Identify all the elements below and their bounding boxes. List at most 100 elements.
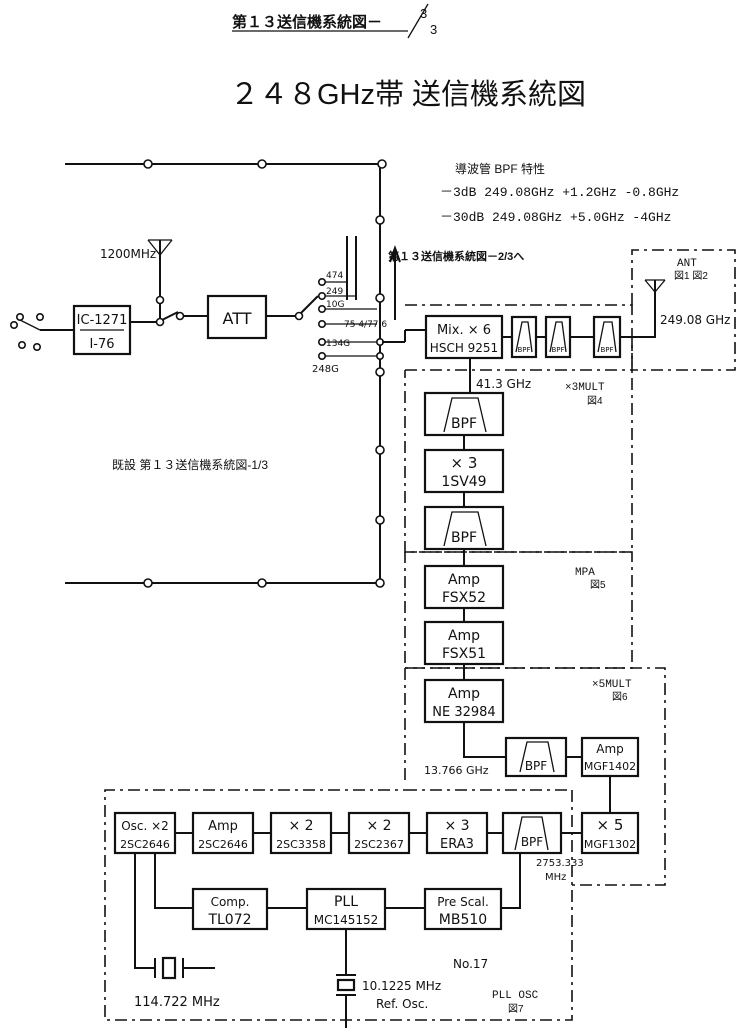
- block-amp-fsx52: Amp FSX52: [423, 564, 505, 610]
- block-osc-2sc2646: Osc. ×2 2SC2646: [113, 811, 177, 855]
- page-ref-text: 第１３送信機系統図－: [232, 13, 382, 31]
- block-prescaler-mb510: Pre Scal. MB510: [423, 887, 503, 931]
- existing-system-wiring: [65, 159, 401, 588]
- svg-text:× 2: × 2: [366, 818, 391, 834]
- bpf-waveguide-3: BPF: [592, 315, 622, 359]
- bpf-spec-line-2: －30dB 249.08GHz +5.0GHz -4GHz: [440, 210, 671, 225]
- bpf-waveguide-1: BPF: [510, 315, 538, 359]
- sw-label-474: 474: [326, 271, 343, 281]
- crystal-ref-osc: [336, 929, 356, 1028]
- label-ant-fig: 図1 図2: [674, 270, 708, 282]
- svg-text:MGF1402: MGF1402: [584, 760, 636, 773]
- label-x5mult: ×5MULT: [592, 679, 632, 691]
- svg-text:MC145152: MC145152: [314, 913, 379, 927]
- svg-text:Amp: Amp: [448, 572, 480, 588]
- svg-text:2SC2646: 2SC2646: [198, 838, 248, 851]
- svg-text:NE 32984: NE 32984: [432, 705, 495, 720]
- block-pll-mc145152: PLL MC145152: [305, 887, 387, 931]
- svg-text:MB510: MB510: [439, 912, 487, 928]
- page-reference: 第１３送信機系統図－ 3 3: [232, 3, 437, 39]
- page-ref-denominator: 3: [430, 22, 437, 37]
- svg-text:BPF: BPF: [600, 346, 613, 354]
- block-att: ATT: [206, 294, 268, 340]
- label-note-no: No.17: [453, 957, 488, 971]
- bpf-waveguide-2: BPF: [544, 315, 572, 359]
- svg-text:FSX52: FSX52: [442, 590, 486, 606]
- output-feed-line: [620, 292, 656, 338]
- block-x2-2sc2367: × 2 2SC2367: [347, 811, 411, 855]
- svg-text:BPF: BPF: [551, 346, 564, 354]
- label-x5mult-fig: 図6: [612, 691, 628, 703]
- sw-label-249: 249: [326, 287, 343, 297]
- label-pll-osc-fig: 図7: [508, 1003, 524, 1015]
- svg-text:× 5: × 5: [597, 816, 624, 834]
- svg-text:ERA3: ERA3: [440, 837, 474, 852]
- svg-text:IC-1271: IC-1271: [77, 313, 128, 328]
- label-2753mhz-unit: MHz: [545, 872, 566, 883]
- svg-text:HSCH 9251: HSCH 9251: [430, 341, 498, 355]
- svg-text:1SV49: 1SV49: [441, 474, 486, 490]
- antenna-output: [644, 279, 666, 295]
- block-amp-fsx51: Amp FSX51: [423, 620, 505, 666]
- svg-text:BPF: BPF: [517, 346, 530, 354]
- page-ref-numerator: 3: [420, 6, 427, 21]
- svg-text:BPF: BPF: [521, 835, 543, 849]
- svg-text:ATT: ATT: [223, 309, 252, 328]
- svg-text:× 2: × 2: [288, 818, 313, 834]
- module-outlines: [104, 249, 736, 1021]
- sw-label-248g: 248G: [312, 364, 339, 375]
- svg-text:TL072: TL072: [207, 912, 251, 928]
- antenna-1200mhz: [147, 239, 173, 305]
- sw-label-134g: 134G: [326, 339, 350, 349]
- label-if-freq: 41.3 GHz: [476, 377, 531, 391]
- band-selector-switch: [266, 277, 426, 360]
- radio-switch-contacts: [10, 312, 74, 351]
- block-amp-2sc2646: Amp 2SC2646: [191, 811, 255, 855]
- block-mixer: Mix. × 6 HSCH 9251: [424, 314, 504, 360]
- block-bpf-13g: BPF: [423, 505, 505, 551]
- fraction-slash: [407, 3, 429, 39]
- svg-text:× 3: × 3: [451, 454, 478, 472]
- block-amp-mgf1402: Amp MGF1402: [580, 736, 640, 778]
- sw-label-754: 75 4/77 6: [344, 320, 387, 330]
- label-x3mult: ×3MULT: [565, 382, 605, 394]
- block-x5-mgf1302: × 5 MGF1302: [580, 811, 640, 855]
- svg-text:Amp: Amp: [208, 819, 238, 834]
- svg-text:2SC2646: 2SC2646: [120, 838, 170, 851]
- bpf-spec-line-1: －3dB 249.08GHz +1.2GHz -0.8GHz: [440, 185, 679, 200]
- svg-text:Amp: Amp: [448, 628, 480, 644]
- page-title: ２４８GHz帯 送信機系統図: [230, 78, 586, 111]
- label-mpa: MPA: [575, 567, 595, 579]
- svg-text:× 3: × 3: [444, 818, 469, 834]
- block-x3-era3: × 3 ERA3: [425, 811, 489, 855]
- label-out-freq: 249.08 GHz: [660, 313, 730, 327]
- svg-text:Comp.: Comp.: [211, 895, 250, 909]
- svg-text:Pre Scal.: Pre Scal.: [437, 895, 489, 909]
- svg-text:FSX51: FSX51: [442, 646, 486, 662]
- block-bpf-2753: BPF: [501, 811, 563, 855]
- label-1200mhz: 1200MHz: [100, 247, 156, 261]
- block-comp-tl072: Comp. TL072: [191, 887, 269, 931]
- crystal-114mhz: [134, 853, 215, 980]
- svg-text:Mix. × 6: Mix. × 6: [437, 323, 491, 338]
- label-ant: ANT: [677, 258, 697, 270]
- label-13766ghz: 13.766 GHz: [424, 764, 489, 777]
- label-mpa-fig: 図5: [590, 579, 606, 591]
- svg-text:MGF1302: MGF1302: [584, 838, 636, 851]
- label-2753mhz: 2753.333: [536, 858, 584, 869]
- label-x3mult-fig: 図4: [587, 395, 603, 407]
- label-ref-freq: 10.1225 MHz: [362, 979, 441, 993]
- svg-text:BPF: BPF: [451, 416, 477, 432]
- svg-text:2SC3358: 2SC3358: [276, 838, 326, 851]
- existing-system-note: 既設 第１３送信機系統図-1/3: [112, 457, 268, 472]
- svg-text:Amp: Amp: [448, 686, 480, 702]
- svg-text:Amp: Amp: [596, 742, 624, 756]
- ref-prev-page: 第１３送信機系統図－2/3へ: [388, 249, 524, 263]
- sw-label-10g: 10G: [326, 300, 344, 310]
- block-radio-ic1271: IC-1271 I-76: [72, 304, 132, 356]
- switch-ant-radio: [130, 304, 208, 327]
- bpf-spec-heading: 導波管 BPF 特性: [455, 161, 545, 176]
- label-ref-osc: Ref. Osc.: [376, 997, 428, 1011]
- block-amp-ne32984: Amp NE 32984: [423, 678, 505, 724]
